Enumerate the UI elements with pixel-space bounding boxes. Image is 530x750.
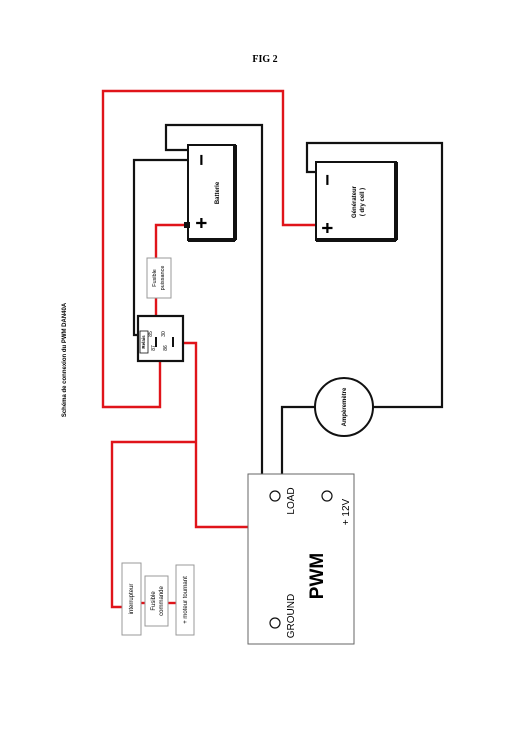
relay-pin-87: 87 bbox=[151, 345, 157, 351]
generator-minus-sign: − bbox=[317, 174, 339, 186]
diagram-caption: Schéma de connexion du PWM DAN40A bbox=[62, 302, 68, 417]
pwm-load-label: LOAD bbox=[286, 487, 297, 514]
figure-title: FIG 2 bbox=[252, 54, 277, 65]
generator-plus-sign: + bbox=[317, 222, 339, 234]
wire-battery-neg-relay bbox=[132, 158, 188, 337]
pwm-ground-terminal bbox=[269, 617, 281, 629]
command-circuit: interrupteur Fusible commande + moteur t… bbox=[121, 562, 195, 636]
battery-plus-terminal bbox=[184, 222, 190, 228]
pwm-plus12-terminal bbox=[321, 490, 333, 502]
battery-minus-sign: − bbox=[191, 154, 213, 166]
pwm-ground-label: GROUND bbox=[286, 594, 297, 638]
relay-label: Relais bbox=[141, 335, 146, 349]
wire-generator-neg bbox=[305, 141, 444, 409]
wire-battery-pos-fuse bbox=[154, 223, 189, 258]
switch-box bbox=[121, 562, 142, 636]
motor-label: + moteur tournant bbox=[183, 576, 189, 624]
command-fuse-label-2: commande bbox=[159, 586, 165, 616]
power-fuse-label-2: puissance bbox=[160, 266, 166, 291]
generator-sublabel: ( dry cell ) bbox=[360, 188, 366, 216]
relay: Relais 85 30 87 86 bbox=[136, 314, 185, 363]
command-fuse-box bbox=[144, 575, 169, 627]
battery-label: Batterie bbox=[215, 181, 221, 204]
ammeter-label: Ampèremètre bbox=[342, 387, 348, 426]
power-fuse: Fusible puissance bbox=[146, 257, 172, 299]
wire-relay87-generator-pos bbox=[101, 89, 316, 409]
battery: − + Batterie bbox=[184, 144, 237, 242]
generator: − + Générateur ( dry cell ) bbox=[315, 161, 398, 242]
battery-body bbox=[187, 144, 236, 241]
command-fuse-label-1: Fusible bbox=[151, 591, 157, 611]
power-fuse-label-1: Fusible bbox=[152, 269, 158, 287]
pwm-box bbox=[247, 473, 355, 645]
pwm-label: PWM bbox=[307, 553, 328, 599]
generator-label: Générateur bbox=[352, 185, 358, 218]
pwm-module: LOAD + 12V GROUND PWM bbox=[247, 473, 355, 645]
motor-box bbox=[175, 564, 195, 636]
battery-plus-sign: + bbox=[191, 217, 213, 229]
relay-pin-85: 85 bbox=[148, 331, 154, 337]
ammeter: Ampèremètre bbox=[314, 377, 374, 437]
switch-label: interrupteur bbox=[129, 584, 135, 615]
power-fuse-box bbox=[146, 257, 172, 299]
relay-pin-86: 86 bbox=[163, 345, 169, 351]
pwm-load-terminal bbox=[269, 490, 281, 502]
ammeter-circle bbox=[314, 377, 374, 437]
relay-pin-30: 30 bbox=[161, 331, 167, 337]
wire-relay86-switch bbox=[110, 440, 196, 609]
wire-ammeter-load bbox=[280, 405, 316, 493]
pwm-plus12-label: + 12V bbox=[341, 498, 352, 525]
